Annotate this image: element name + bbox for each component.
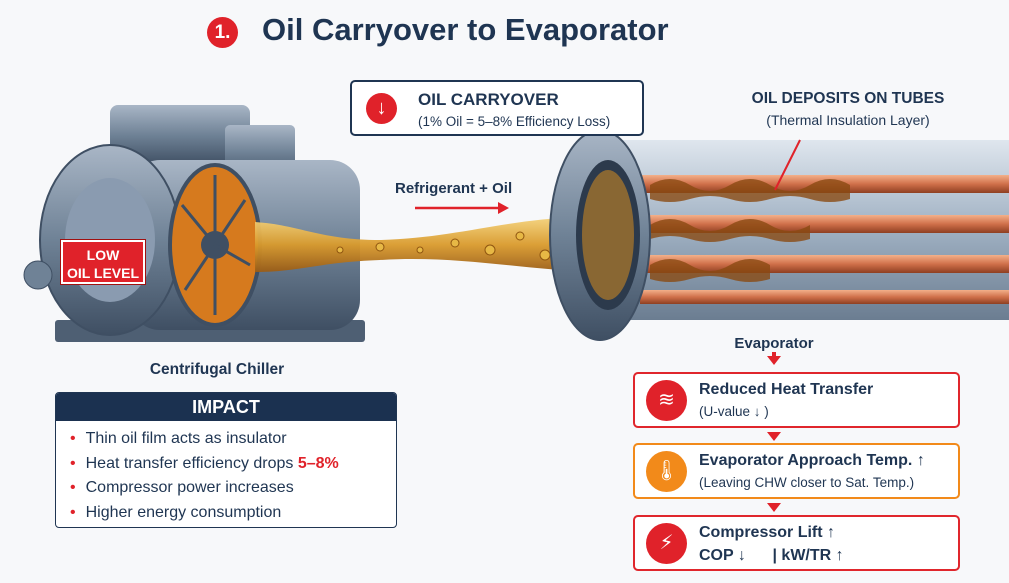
- impact-item: •Heat transfer efficiency drops 5–8%: [70, 454, 339, 472]
- effect-title: Compressor Lift ↑: [699, 524, 836, 541]
- page-title: Oil Carryover to Evaporator: [262, 12, 669, 47]
- arrow-stem: [772, 352, 776, 358]
- thermometer-icon: 🌡: [646, 451, 687, 492]
- effect-title: Reduced Heat Transfer: [699, 381, 874, 398]
- oil-pipe: [255, 217, 600, 272]
- centrifugal-chiller-image: [23, 105, 365, 342]
- impact-item: •Compressor power increases: [70, 479, 294, 496]
- deposits-subtitle: (Thermal Insulation Layer): [766, 112, 930, 128]
- effect-subtitle: COP ↓ | kW/TR ↑: [699, 547, 844, 564]
- heat-transfer-icon: ≋: [646, 380, 687, 421]
- low-oil-line2: OIL LEVEL: [66, 265, 140, 281]
- impact-panel: IMPACT •Thin oil film acts as insulator …: [55, 392, 397, 528]
- oil-carryover-callout: ↓ OIL CARRYOVER (1% Oil = 5–8% Efficienc…: [350, 80, 644, 136]
- low-oil-level-badge: LOW OIL LEVEL: [61, 240, 145, 284]
- low-oil-line1: LOW: [86, 247, 120, 263]
- effect-approach-temp: 🌡 Evaporator Approach Temp. ↑ (Leaving C…: [633, 443, 960, 499]
- effect-compressor-lift: ⚡ Compressor Lift ↑ COP ↓ | kW/TR ↑: [633, 515, 960, 571]
- down-arrow-icon: ↓: [366, 93, 397, 124]
- chiller-label: Centrifugal Chiller: [149, 361, 285, 378]
- effect-reduced-heat-transfer: ≋ Reduced Heat Transfer (U-value ↓ ): [633, 372, 960, 428]
- impact-item: •Thin oil film acts as insulator: [70, 430, 287, 447]
- efficiency-drop-value: 5–8%: [297, 454, 339, 472]
- impact-item: •Higher energy consumption: [70, 503, 282, 521]
- lightning-icon: ⚡: [646, 523, 687, 564]
- effect-subtitle: (Leaving CHW closer to Sat. Temp.): [699, 475, 915, 490]
- flow-down-arrow: [767, 356, 781, 365]
- callout-title: OIL CARRYOVER: [418, 90, 559, 109]
- evaporator-image: [549, 129, 1009, 341]
- callout-subtitle: (1% Oil = 5–8% Efficiency Loss): [418, 114, 611, 129]
- flow-down-arrow: [767, 432, 781, 441]
- evaporator-label: Evaporator: [734, 335, 814, 352]
- effect-subtitle: (U-value ↓ ): [699, 404, 769, 419]
- flow-label: Refrigerant + Oil: [395, 180, 513, 197]
- effect-title: Evaporator Approach Temp. ↑: [699, 452, 925, 469]
- flow-down-arrow: [767, 503, 781, 512]
- deposits-title: OIL DEPOSITS ON TUBES: [751, 90, 945, 107]
- step-number-badge: 1.: [207, 17, 238, 48]
- impact-header: IMPACT: [56, 393, 396, 421]
